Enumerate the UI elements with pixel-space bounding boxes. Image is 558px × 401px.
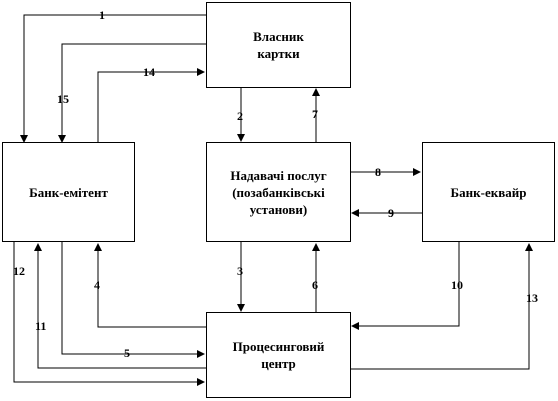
arrow-13 [350, 243, 533, 370]
edge-label-8: 8 [375, 165, 381, 179]
edge-label-12: 12 [13, 264, 25, 278]
node-card-owner-label: Власник картки [253, 29, 304, 61]
edge-label-5: 5 [124, 346, 130, 360]
node-processing-center-label: Процесинговий центр [232, 339, 325, 371]
node-issuer-bank: Банк-емітент [2, 142, 135, 242]
node-service-providers-label: Надавачі послуг (позабанківські установи… [230, 167, 327, 217]
arrow-11 [34, 243, 206, 369]
arrow-5 [61, 242, 205, 358]
edge-label-7: 7 [312, 107, 318, 121]
edge-label-11: 11 [35, 319, 47, 333]
arrow-12 [13, 242, 205, 386]
node-service-providers: Надавачі послуг (позабанківські установи… [206, 142, 351, 242]
arrow-10 [351, 242, 460, 330]
arrow-14 [97, 68, 205, 142]
node-processing-center: Процесинговий центр [206, 312, 351, 398]
edge-label-14: 14 [143, 65, 155, 79]
edge-label-3: 3 [237, 264, 243, 278]
edge-label-15: 15 [57, 92, 69, 106]
arrow-4 [94, 243, 206, 328]
node-issuer-bank-label: Банк-емітент [29, 184, 108, 200]
edge-label-4: 4 [94, 278, 100, 292]
edge-label-6: 6 [312, 278, 318, 292]
edge-label-2: 2 [237, 109, 243, 123]
node-card-owner: Власник картки [206, 2, 351, 88]
node-acquirer-bank-label: Банк-еквайр [450, 184, 527, 200]
arrow-15 [58, 43, 206, 143]
edge-label-1: 1 [99, 8, 105, 22]
edge-label-10: 10 [451, 278, 463, 292]
edge-label-13: 13 [526, 291, 538, 305]
node-acquirer-bank: Банк-еквайр [422, 142, 555, 242]
edge-label-9: 9 [388, 206, 394, 220]
arrow-1 [20, 14, 206, 143]
